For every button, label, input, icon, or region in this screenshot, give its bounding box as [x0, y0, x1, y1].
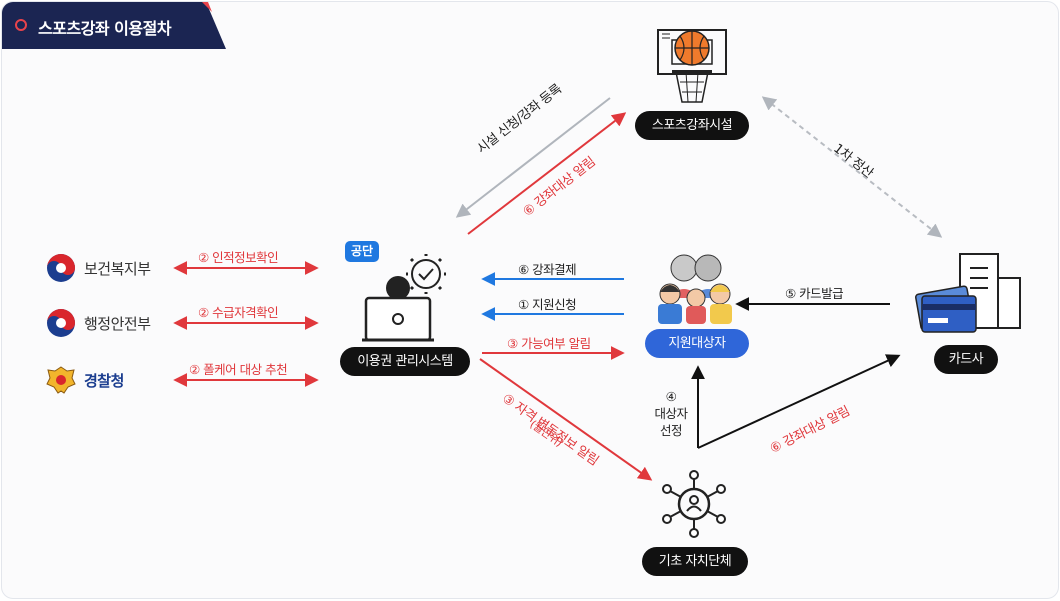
- title-tab-bg: [2, 2, 226, 49]
- arrow-facility-register: [455, 97, 611, 218]
- label-payment: ⑥ 강좌결제: [518, 262, 577, 277]
- node-local: 기초 자치단체: [642, 547, 748, 576]
- arrow-local-card: [697, 354, 901, 449]
- arrow-change-notice: [479, 358, 653, 481]
- agency-mois: 행정안전부: [46, 308, 151, 338]
- node-target: 지원대상자: [645, 329, 749, 358]
- page-title: 스포츠강좌 이용절차: [38, 19, 172, 38]
- label-police-recommend: ② 폴케어 대상 추천: [189, 362, 288, 377]
- node-card: 카드사: [934, 345, 998, 374]
- label-select-text2: 선정: [659, 423, 683, 438]
- arrow-facility-notice: [467, 112, 627, 235]
- arrow-settlement: [761, 96, 943, 238]
- agency-label: 보건복지부: [84, 259, 151, 278]
- label-identity-check: ② 인적정보확인: [198, 250, 279, 265]
- node-system: 이용권 관리시스템: [340, 347, 470, 376]
- taegeuk-emblem-icon: [47, 309, 75, 337]
- label-select-num: ④: [665, 389, 677, 404]
- title-bullet-icon: [15, 19, 27, 31]
- label-card-issue: ⑤ 카드발급: [785, 286, 844, 301]
- agency-mohw: 보건복지부: [46, 253, 151, 283]
- label-eligible-notice: ③ 가능여부 알림: [507, 336, 591, 351]
- agency-police: 경찰청: [46, 365, 124, 395]
- label-select: ④ 대상자 선정: [644, 388, 698, 439]
- agency-label: 경찰청: [84, 371, 124, 390]
- card-company-icon: [914, 253, 1021, 333]
- police-badge-icon: [46, 366, 76, 394]
- label-eligibility-check: ② 수급자격확인: [198, 305, 279, 320]
- node-facility: 스포츠강좌시설: [635, 111, 749, 140]
- badge-agency: 공단: [345, 241, 380, 262]
- network-node-icon: [662, 470, 726, 538]
- agency-label: 행정안전부: [84, 314, 151, 333]
- basketball-hoop-icon: [657, 29, 727, 103]
- taegeuk-emblem-icon: [47, 254, 75, 282]
- label-apply: ① 지원신청: [518, 297, 577, 312]
- family-group-icon: [658, 254, 732, 324]
- label-select-text1: 대상자: [654, 406, 688, 421]
- system-operator-icon: [362, 254, 446, 342]
